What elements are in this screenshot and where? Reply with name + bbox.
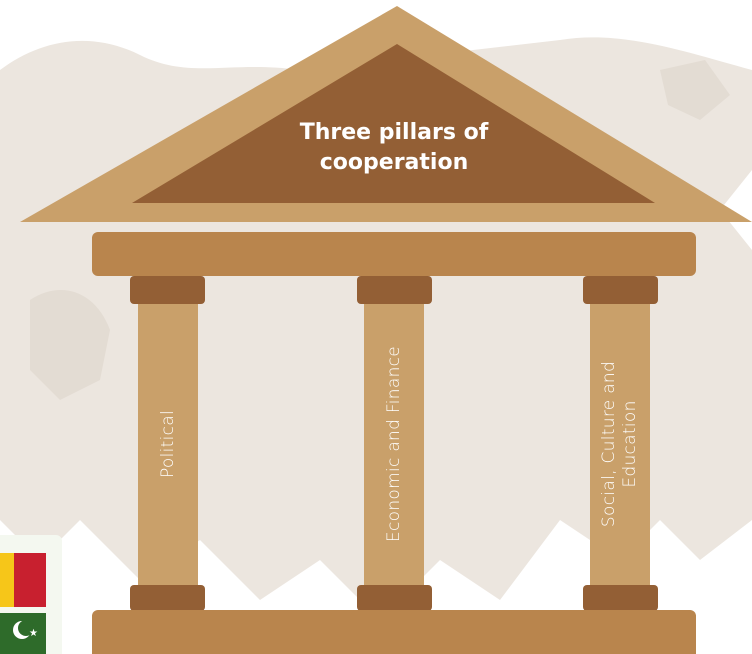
pillar-2-bottom-capital <box>357 585 432 611</box>
pillar-3-top-capital <box>583 276 658 304</box>
roof-inner <box>132 44 655 203</box>
base-platform <box>92 610 696 654</box>
pillar-label-economic-finance: Economic and Finance <box>383 345 404 543</box>
pillar-3-shaft <box>590 304 650 585</box>
diagram-title: Three pillars of cooperation <box>244 118 544 178</box>
pillar-2-top-capital <box>357 276 432 304</box>
pillar-label-social-culture-education: Social, Culture and Education <box>599 360 640 528</box>
svg-text:★: ★ <box>29 628 38 639</box>
pillar-1-bottom-capital <box>130 585 205 611</box>
pillar-label-political: Political <box>157 409 178 479</box>
pillar-1-shaft <box>138 304 198 585</box>
flags-panel: ★ <box>0 535 62 654</box>
pillar-1-top-capital <box>130 276 205 304</box>
title-line-1: Three pillars of <box>299 120 489 145</box>
pillar-3-bottom-capital <box>583 585 658 611</box>
pillar-2-shaft <box>364 304 424 585</box>
flag-red-yellow-stripes <box>0 553 46 607</box>
title-line-2: cooperation <box>319 150 469 175</box>
entablature-beam <box>92 232 696 276</box>
flag-green-crescent-star: ★ <box>0 613 46 654</box>
